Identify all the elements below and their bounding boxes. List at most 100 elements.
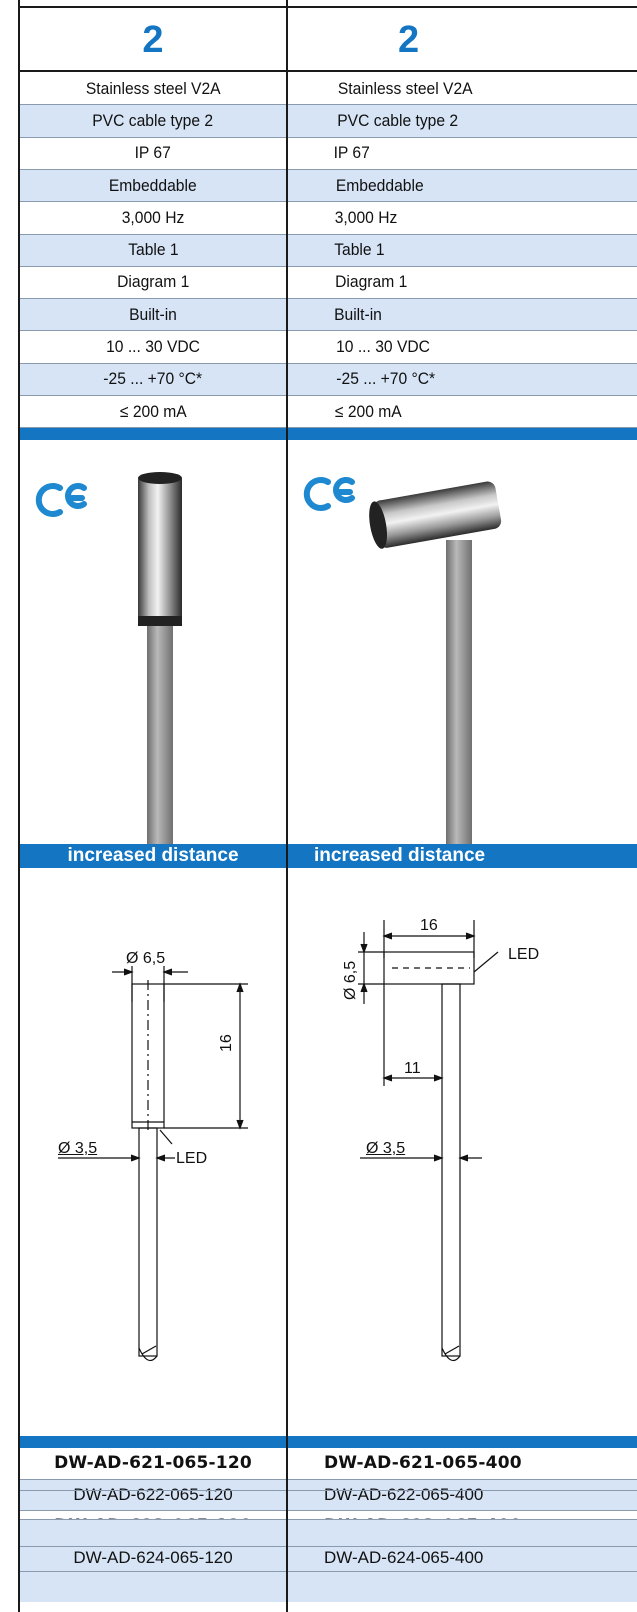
spec-row: Diagram 1 Diagram 1	[20, 267, 637, 298]
section-bar-top	[20, 428, 637, 440]
spec-value: Built-in	[129, 304, 177, 324]
empty-row	[20, 1572, 637, 1602]
dim-head-dia-1: Ø 6,5	[126, 950, 166, 967]
spec-value: Stainless steel V2A	[85, 78, 221, 98]
drawing-straight	[58, 966, 248, 1362]
spec-cell: 3,000 Hz	[20, 202, 286, 233]
dim-offset-2: 11	[404, 1060, 421, 1077]
increased-distance-label-1: increased distance	[67, 845, 239, 866]
spec-row: Embeddable Embeddable	[20, 169, 637, 202]
spec-value: 10 ... 30 VDC	[106, 337, 200, 357]
drawing-angled	[358, 920, 499, 1362]
header-col1: 2	[20, 10, 286, 70]
spec-cell: Stainless steel V2A	[288, 73, 625, 104]
spec-value: 10 ... 30 VDC	[336, 337, 430, 357]
order-code: DW-AD-624-065-400	[324, 1547, 484, 1567]
header-rule	[20, 70, 637, 72]
spec-row: 10 ... 30 VDC 10 ... 30 VDC	[20, 331, 637, 362]
spec-value: ≤ 200 mA	[334, 401, 402, 421]
order-code-row: DW-AD-624-065-120 DW-AD-624-065-400	[20, 1542, 637, 1574]
label-col2: increased distance	[288, 844, 625, 868]
spec-value: 3,000 Hz	[121, 207, 185, 227]
spec-cell: 3,000 Hz	[288, 202, 625, 233]
spec-cell: 10 ... 30 VDC	[288, 331, 625, 362]
spec-value: -25 ... +70 °C*	[103, 369, 203, 389]
spec-value: PVC cable type 2	[337, 110, 459, 130]
spec-cell: Embeddable	[288, 170, 625, 201]
led-label-1: LED	[176, 1150, 208, 1167]
dim-head-dia-2: Ø 6,5	[342, 960, 359, 1000]
spec-row: Table 1 Table 1	[20, 234, 637, 266]
spec-value: IP 67	[333, 143, 370, 163]
dimension-drawings	[58, 920, 499, 1362]
header-col2: 2	[288, 10, 625, 70]
header-row: 2 2	[20, 10, 637, 70]
spec-row: 3,000 Hz 3,000 Hz	[20, 202, 637, 233]
dim-length-1: 16	[218, 1034, 235, 1052]
spec-value: Diagram 1	[335, 272, 408, 292]
order-code-cell: DW-AD-621-065-120	[20, 1448, 286, 1479]
spec-value: Stainless steel V2A	[337, 78, 473, 98]
order-code: DW-AD-621-065-120	[54, 1453, 252, 1474]
spec-cell: -25 ... +70 °C*	[20, 364, 286, 395]
dim-cable-dia-1: Ø 3,5	[58, 1140, 98, 1157]
order-code-row: DW-AD-621-065-120 DW-AD-621-065-400	[20, 1448, 637, 1479]
order-code: DW-AD-622-065-400	[324, 1484, 484, 1504]
led-label-2: LED	[508, 946, 540, 963]
order-code: DW-AD-624-065-120	[73, 1547, 233, 1567]
top-rule	[20, 0, 637, 8]
spec-cell: Stainless steel V2A	[20, 73, 286, 104]
order-code-cell: DW-AD-624-065-120	[20, 1543, 286, 1574]
sensor-photo-straight	[138, 472, 182, 844]
spec-value: Table 1	[334, 240, 385, 260]
section-bar-bottom	[20, 1436, 637, 1448]
spec-cell: IP 67	[288, 138, 625, 169]
spec-value: Diagram 1	[116, 272, 190, 292]
spec-row: ≤ 200 mA ≤ 200 mA	[20, 396, 637, 427]
header-number-1: 2	[142, 18, 164, 61]
spec-value: ≤ 200 mA	[119, 401, 187, 421]
spec-value: Embeddable	[335, 175, 424, 195]
order-code-row: DW-AD-622-065-120 DW-AD-622-065-400	[20, 1479, 637, 1511]
spec-value: Table 1	[127, 240, 179, 260]
spec-cell: Built-in	[288, 299, 625, 330]
order-code-cell: DW-AD-622-065-120	[20, 1480, 286, 1511]
order-code: DW-AD-621-065-400	[324, 1453, 522, 1474]
product-photos	[35, 472, 502, 844]
order-code: DW-AD-622-065-120	[73, 1484, 233, 1504]
label-col1: increased distance	[20, 844, 286, 868]
spec-cell: PVC cable type 2	[288, 105, 625, 136]
spec-cell: Diagram 1	[288, 267, 625, 298]
spec-cell: Table 1	[20, 235, 286, 266]
spec-cell: Embeddable	[20, 170, 286, 201]
ce-mark-icon	[303, 477, 355, 511]
ce-mark-icon	[35, 483, 87, 517]
label-bar: increased distance increased distance	[20, 844, 637, 868]
dim-cable-dia-2: Ø 3,5	[366, 1140, 406, 1157]
spec-row: PVC cable type 2 PVC cable type 2	[20, 105, 637, 137]
spec-cell: -25 ... +70 °C*	[288, 364, 625, 395]
spec-value: IP 67	[134, 143, 172, 163]
dim-length-2: 16	[420, 917, 438, 934]
spec-value: -25 ... +70 °C*	[336, 369, 436, 389]
empty-row	[20, 1520, 637, 1546]
spec-value: Embeddable	[109, 175, 197, 195]
spec-cell: Diagram 1	[20, 267, 286, 298]
spec-cell: PVC cable type 2	[20, 105, 286, 136]
spec-cell: IP 67	[20, 138, 286, 169]
order-code-cell: DW-AD-621-065-400	[288, 1448, 625, 1479]
header-number-2: 2	[398, 18, 420, 61]
sensor-photo-angled	[369, 481, 502, 844]
order-code-cell: DW-AD-624-065-400	[288, 1543, 625, 1574]
spec-row: Built-in Built-in	[20, 299, 637, 331]
spec-value: PVC cable type 2	[92, 110, 214, 130]
spec-cell: 10 ... 30 VDC	[20, 331, 286, 362]
spec-row: -25 ... +70 °C* -25 ... +70 °C*	[20, 363, 637, 395]
spec-row: Stainless steel V2A Stainless steel V2A	[20, 73, 637, 104]
table-frame	[18, 0, 637, 1612]
spec-row: IP 67 IP 67	[20, 138, 637, 169]
increased-distance-label-2: increased distance	[314, 845, 486, 866]
spec-cell: Table 1	[288, 235, 625, 266]
spec-value: 3,000 Hz	[334, 207, 398, 227]
